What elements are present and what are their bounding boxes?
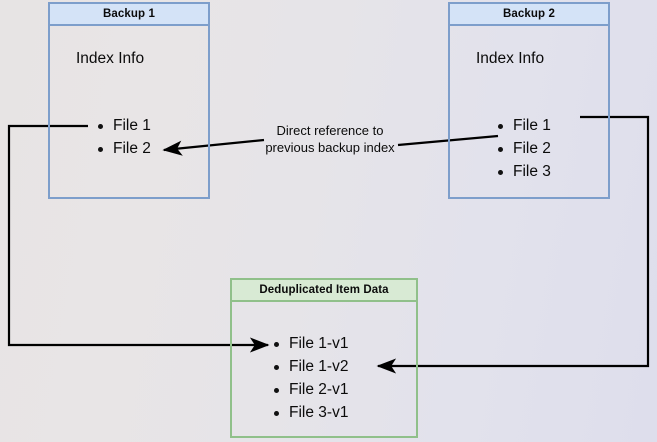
edge-label-line-1: Direct reference to <box>276 123 384 138</box>
list-item: File 1 <box>498 114 551 137</box>
node-deduplicated-item-data-body: File 1-v1 File 1-v2 File 2-v1 File 3-v1 <box>232 302 416 436</box>
list-item: File 1-v1 <box>274 332 348 355</box>
list-item: File 2-v1 <box>274 378 348 401</box>
node-backup-1-header: Backup 1 <box>50 4 208 26</box>
node-deduplicated-item-data-header: Deduplicated Item Data <box>232 280 416 302</box>
node-backup-1-section-title: Index Info <box>76 50 145 67</box>
list-item: File 3-v1 <box>274 401 348 424</box>
node-deduplicated-item-data[interactable]: Deduplicated Item Data File 1-v1 File 1-… <box>230 278 418 438</box>
list-item: File 1 <box>98 114 151 137</box>
node-backup-2-body: Index Info File 1 File 2 File 3 <box>450 26 608 197</box>
list-item: File 2 <box>98 137 151 160</box>
node-backup-2-header: Backup 2 <box>450 4 608 26</box>
node-deduplicated-item-data-item-list: File 1-v1 File 1-v2 File 2-v1 File 3-v1 <box>274 332 348 424</box>
node-backup-2[interactable]: Backup 2 Index Info File 1 File 2 File 3 <box>448 2 610 199</box>
edge-label-direct-reference: Direct reference to previous backup inde… <box>248 122 412 156</box>
node-backup-2-section-title: Index Info <box>476 50 545 67</box>
node-backup-1-item-list: File 1 File 2 <box>98 114 151 160</box>
edge-label-line-2: previous backup index <box>265 140 395 155</box>
list-item: File 2 <box>498 137 551 160</box>
list-item: File 3 <box>498 160 551 183</box>
list-item: File 1-v2 <box>274 355 348 378</box>
node-backup-1[interactable]: Backup 1 Index Info File 1 File 2 <box>48 2 210 199</box>
node-backup-2-item-list: File 1 File 2 File 3 <box>498 114 551 183</box>
node-backup-1-body: Index Info File 1 File 2 <box>50 26 208 197</box>
